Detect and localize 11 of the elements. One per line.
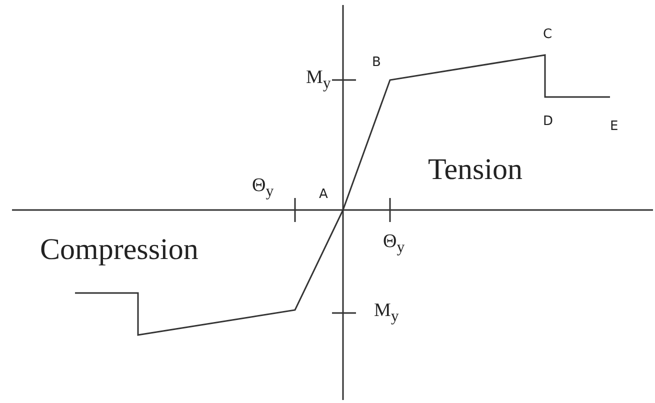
axis-label: Θ$_{y}$ bbox=[252, 176, 274, 200]
axis-label: M$_{y}$ bbox=[306, 68, 331, 92]
axis-label: Θ$_{y}$ bbox=[383, 232, 405, 256]
point-label: B bbox=[372, 56, 381, 69]
point-label: C bbox=[543, 28, 552, 41]
point-label: A bbox=[319, 188, 328, 201]
point-label: E bbox=[610, 120, 618, 133]
region-label: Tension bbox=[428, 155, 523, 185]
point-label: D bbox=[543, 115, 554, 128]
axis-label: M$_{y}$ bbox=[374, 301, 399, 325]
region-label: Compression bbox=[40, 235, 198, 265]
